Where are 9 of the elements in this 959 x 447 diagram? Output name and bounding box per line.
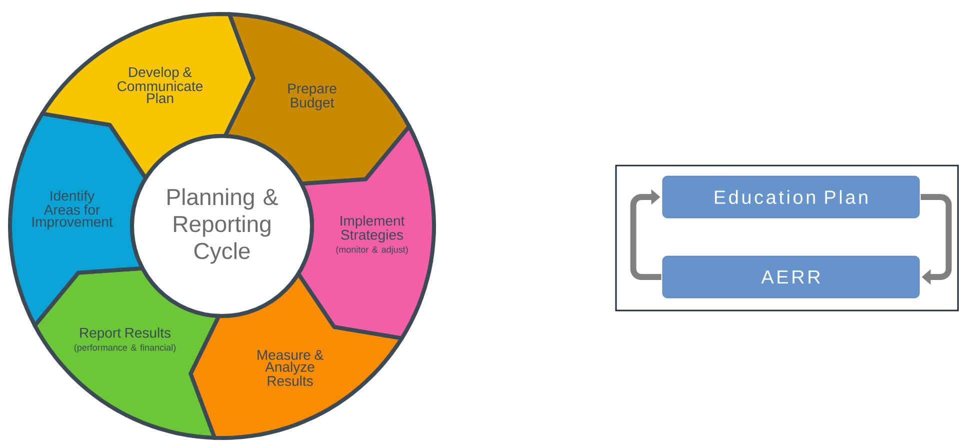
process-box: AERR (662, 256, 920, 298)
cycle-segment: Develop & Communicate Plan (40, 12, 256, 180)
process-box: Education Plan (662, 176, 920, 218)
cycle-segment: Report Results (performance & financial) (32, 266, 221, 440)
cycle-segment: Implement Strategies (monitor & adjust) (296, 124, 436, 340)
frame-box (615, 164, 959, 312)
cycle-segment: Prepare Budget (223, 12, 412, 186)
cycle-segment: Identify Areas for Improvement (8, 112, 148, 328)
cycle-segment: Measure & Analyze Results (188, 272, 404, 440)
